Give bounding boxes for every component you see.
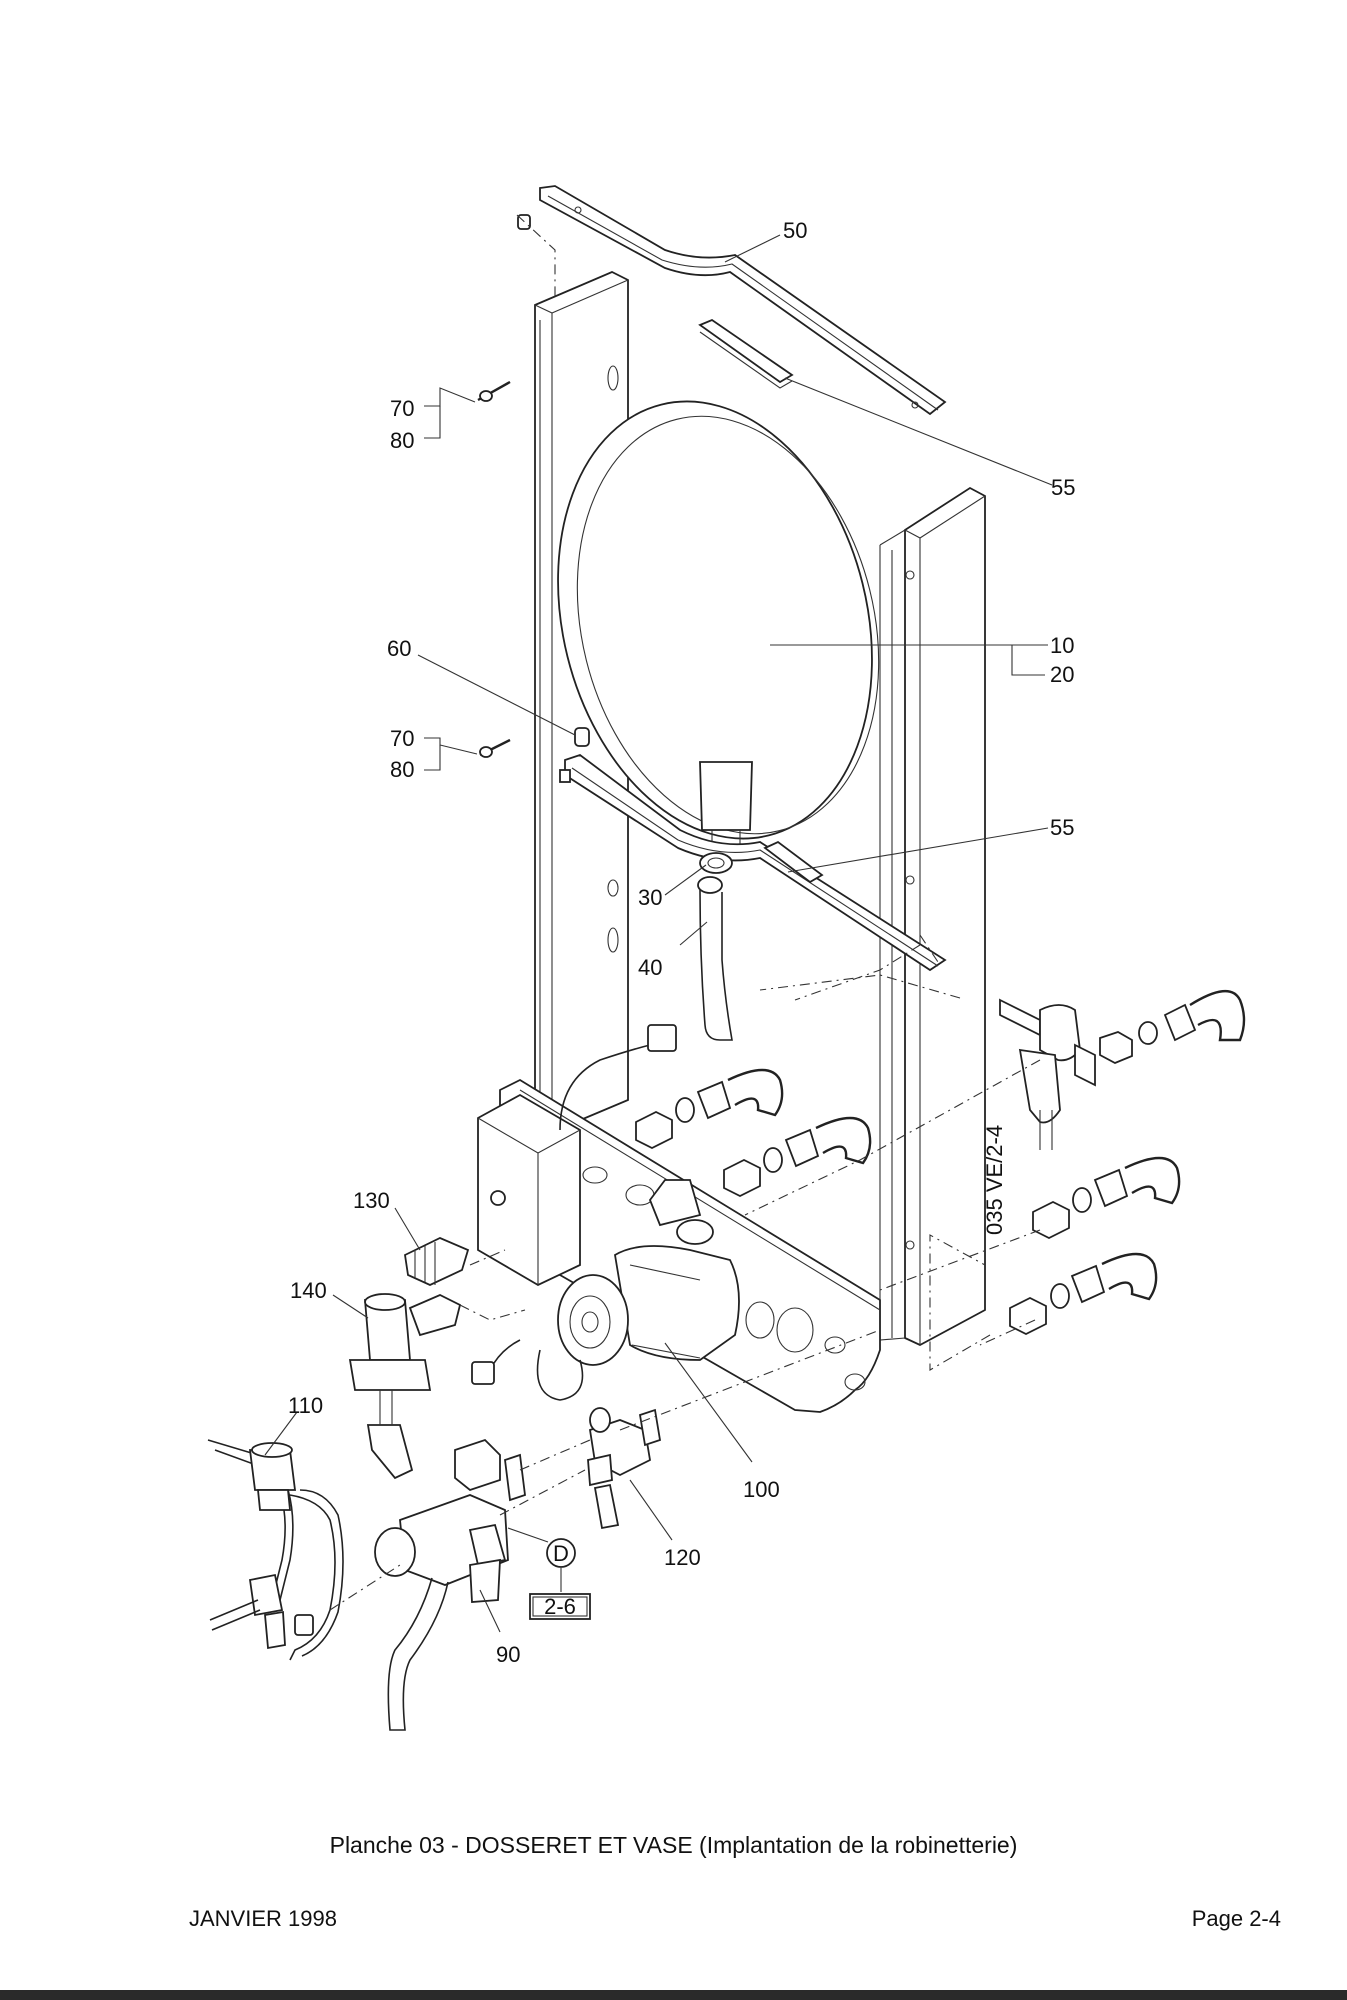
connector-130 — [404, 1237, 470, 1286]
right-rail — [879, 486, 986, 1347]
circulation-pump — [471, 1179, 740, 1401]
screw-lower — [479, 738, 511, 758]
callout-90: 90 — [496, 1642, 520, 1667]
callout-80-lower: 80 — [390, 757, 414, 782]
footer-date: JANVIER 1998 — [189, 1906, 337, 1931]
callout-10: 10 — [1050, 633, 1074, 658]
callout-110: 110 — [288, 1393, 323, 1418]
callout-50: 50 — [783, 218, 807, 243]
figure-caption: Planche 03 - DOSSERET ET VASE (Implantat… — [329, 1832, 1018, 1858]
small-bracket-bar — [698, 318, 794, 389]
electrical-box — [477, 1024, 677, 1287]
screw-upper — [477, 380, 511, 402]
ref-d-label: D — [553, 1541, 569, 1566]
filling-valve-120 — [587, 1407, 662, 1530]
callout-labels: 50 55 10 20 60 70 80 70 80 55 30 40 130 … — [288, 218, 1075, 1667]
tap-assembly-90 — [374, 1438, 526, 1731]
callout-140: 140 — [290, 1278, 327, 1303]
callout-70-lower: 70 — [390, 726, 414, 751]
scan-bottom-edge — [0, 1990, 1347, 2000]
lower-right-fittings — [1009, 1156, 1181, 1336]
ref-2-6-label: 2-6 — [544, 1594, 576, 1619]
assembly-lines — [329, 214, 1041, 1611]
fixing-nut-60 — [574, 727, 590, 747]
expansion-vessel — [557, 400, 880, 849]
callout-30: 30 — [638, 885, 662, 910]
seal-and-hose — [697, 852, 733, 1041]
callout-130: 130 — [353, 1188, 390, 1213]
reference-d: D 2-6 — [529, 1538, 591, 1620]
base-plate — [499, 1078, 881, 1413]
callout-70-upper: 70 — [390, 396, 414, 421]
footer-page-number: Page 2-4 — [1191, 1906, 1281, 1931]
middle-fittings — [635, 1068, 872, 1198]
callout-80-upper: 80 — [390, 428, 414, 453]
safety-valve-110 — [207, 1439, 344, 1661]
callout-120: 120 — [664, 1545, 701, 1570]
lower-crossbar — [559, 753, 947, 972]
callout-55-top: 55 — [1051, 475, 1075, 500]
leader-lines — [264, 234, 1053, 1633]
side-code: 035 VE/2-4 — [982, 1125, 1007, 1235]
callout-55-lower: 55 — [1050, 815, 1074, 840]
callout-20: 20 — [1050, 662, 1074, 687]
callout-60: 60 — [387, 636, 411, 661]
callout-100: 100 — [743, 1477, 780, 1502]
valve-140 — [348, 1293, 462, 1480]
callout-40: 40 — [638, 955, 662, 980]
right-fittings — [999, 990, 1246, 1150]
